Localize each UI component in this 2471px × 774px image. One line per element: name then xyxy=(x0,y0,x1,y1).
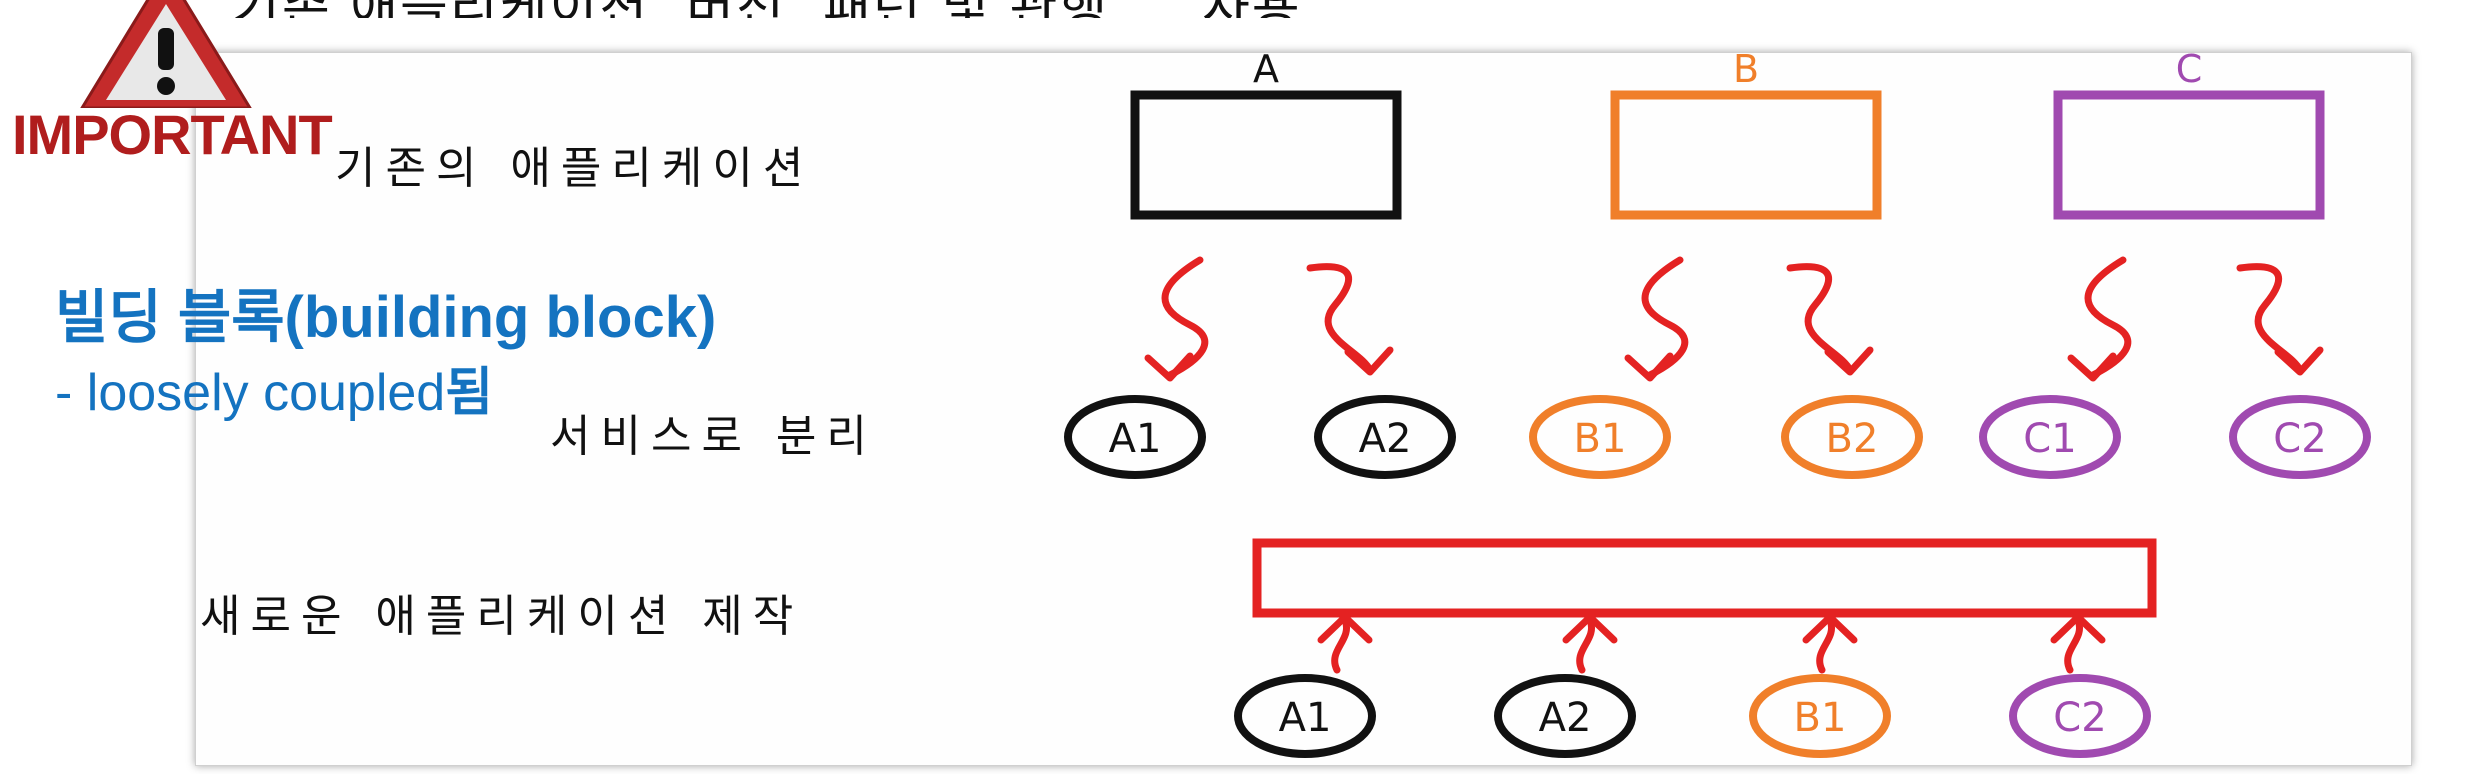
split-arrow-c-right-head xyxy=(2274,346,2324,376)
apps-layer: A B C xyxy=(1130,47,2325,220)
split-arrow-c-right xyxy=(2236,263,2304,374)
diagram-panel xyxy=(195,52,2412,766)
composed-label-c2: C2 xyxy=(2053,695,2106,741)
subtitle-suffix: 됨 xyxy=(445,364,494,422)
split-arrow-a-right-head xyxy=(1344,346,1394,376)
split-arrows-layer xyxy=(1144,256,2324,382)
service-label-c1: C1 xyxy=(2023,416,2076,462)
composed-label-b1: B1 xyxy=(1794,695,1847,741)
new-application-box xyxy=(1252,538,2157,618)
split-arrow-b-right xyxy=(1786,263,1854,374)
split-arrow-a-left xyxy=(1161,256,1209,379)
service-label-a1: A1 xyxy=(1109,416,1162,462)
composed-circle-b1 xyxy=(1749,674,1891,758)
subtitle-prefix: - loosely coupled xyxy=(55,364,446,422)
building-block-title: 빌딩 블록(building block) xyxy=(55,285,717,350)
warning-triangle-icon xyxy=(80,0,252,108)
app-box-b xyxy=(1610,90,1882,220)
compose-arrow-a1 xyxy=(1331,616,1350,674)
composed-services-layer: A1 A2 B1 C2 xyxy=(1234,674,2151,758)
row-label-existing: 기존의 애플리케이션 xyxy=(335,143,814,194)
compose-arrow-a1-head xyxy=(1317,613,1373,644)
service-label-b2: B2 xyxy=(1826,416,1879,462)
header-fragment: 기존 애플리케이션, 버전, 패턴 및 관행 ... 사용 xyxy=(0,0,2471,18)
row-label-split: 서비스로 분리 xyxy=(550,411,877,462)
split-arrow-a-right xyxy=(1306,263,1374,374)
important-badge: IMPORTANT xyxy=(12,103,333,166)
compose-arrows-layer xyxy=(1317,613,2106,674)
composed-circle-a1 xyxy=(1234,674,1376,758)
building-block-subtitle: - loosely coupled됨 xyxy=(55,350,493,425)
service-label-a2: A2 xyxy=(1359,416,1412,462)
row-label-new: 새로운 애플리케이션 제작 xyxy=(200,591,804,642)
composed-label-a2: A2 xyxy=(1539,695,1592,741)
service-circle-c1 xyxy=(1979,395,2121,479)
service-circle-a1 xyxy=(1064,395,1206,479)
service-circle-b1 xyxy=(1529,395,1671,479)
service-circle-a2 xyxy=(1314,395,1456,479)
composed-circle-a2 xyxy=(1494,674,1636,758)
app-label-b: B xyxy=(1733,47,1759,91)
service-label-b1: B1 xyxy=(1574,416,1627,462)
app-box-c xyxy=(2053,90,2325,220)
app-box-a xyxy=(1130,90,1402,220)
split-arrow-c-left-head xyxy=(2067,352,2117,382)
compose-arrow-a2-head xyxy=(1562,613,1618,644)
app-label-c: C xyxy=(2176,47,2203,91)
compose-arrow-a2 xyxy=(1576,616,1595,674)
split-arrow-a-left-head xyxy=(1144,352,1194,382)
split-arrow-b-left xyxy=(1641,256,1689,379)
compose-arrow-c2-head xyxy=(2050,613,2106,644)
split-arrow-c-left xyxy=(2084,256,2132,379)
service-circle-c2 xyxy=(2229,395,2371,479)
compose-arrow-b1-head xyxy=(1802,613,1858,644)
composed-circle-c2 xyxy=(2009,674,2151,758)
composed-label-a1: A1 xyxy=(1279,695,1332,741)
service-circle-b2 xyxy=(1781,395,1923,479)
app-label-a: A xyxy=(1253,47,1279,91)
service-label-c2: C2 xyxy=(2273,416,2326,462)
split-arrow-b-right-head xyxy=(1824,346,1874,376)
services-layer: A1 A2 B1 B2 C1 C2 xyxy=(1064,395,2371,479)
compose-arrow-b1 xyxy=(1816,616,1835,674)
compose-arrow-c2 xyxy=(2064,616,2083,674)
split-arrow-b-left-head xyxy=(1624,352,1674,382)
